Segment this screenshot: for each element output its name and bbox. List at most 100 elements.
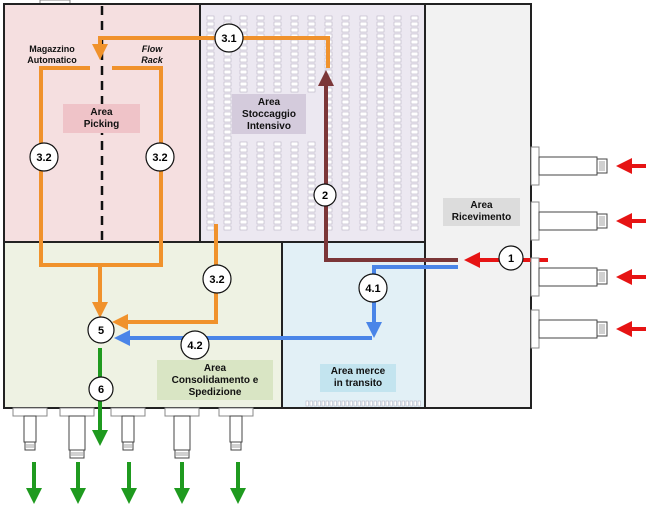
rack-slot (376, 39, 385, 45)
rack-slot (376, 153, 385, 159)
rack-slot (376, 207, 385, 213)
transit-mark (357, 400, 361, 407)
rack-slot (256, 225, 265, 231)
rack-slot (410, 117, 419, 123)
rack-slot (341, 117, 350, 123)
rack-slot (376, 111, 385, 117)
storage-label-box (232, 94, 306, 134)
stoccaggio-line-3: Intensivo (247, 121, 291, 132)
rack-slot (393, 135, 402, 141)
transit-mark (309, 400, 313, 407)
rack-slot (307, 87, 316, 93)
rack-slot (410, 153, 419, 159)
rack-slot (341, 15, 350, 21)
transit-label-box (320, 364, 396, 392)
rack-slot (239, 141, 248, 147)
rack-slot (223, 189, 232, 195)
rack-slot (206, 27, 215, 33)
rack-slot (290, 177, 299, 183)
rack-slot (273, 171, 282, 177)
rack-slot (256, 147, 265, 153)
dock-door (530, 309, 540, 349)
transit-mark (333, 400, 337, 407)
rack-slot (256, 39, 265, 45)
rack-slot (290, 159, 299, 165)
rack-slot (256, 165, 265, 171)
rack-slot (376, 45, 385, 51)
rack-slot (290, 153, 299, 159)
rack-slot (256, 153, 265, 159)
rack-slot (256, 45, 265, 51)
rack-slot (290, 21, 299, 27)
truck-window (26, 444, 34, 448)
rack-slot (410, 183, 419, 189)
rack-slot (410, 93, 419, 99)
receiving-dock (530, 146, 608, 186)
rack-slot (206, 213, 215, 219)
transit-mark (381, 400, 385, 407)
rack-slot (273, 147, 282, 153)
picking-area-label: Area Picking (63, 107, 140, 131)
rack-slot (239, 165, 248, 171)
rack-slot (393, 207, 402, 213)
rack-slot (393, 195, 402, 201)
step-3-1-marker: 3.1 (214, 23, 244, 53)
step-3-2a-marker: 3.2 (29, 142, 59, 172)
rack-slot (359, 69, 368, 75)
rack-slot (307, 81, 316, 87)
rack-slot (206, 165, 215, 171)
rack-slot (290, 57, 299, 63)
rack-slot (206, 45, 215, 51)
rack-slot (376, 75, 385, 81)
rack-slot (206, 69, 215, 75)
rack-slot (410, 195, 419, 201)
rack-slot (393, 81, 402, 87)
rack-slot (359, 129, 368, 135)
rack-slot (324, 69, 333, 75)
rack-slot (341, 165, 350, 171)
step-1-marker: 1 (498, 245, 524, 271)
rack-slot (341, 189, 350, 195)
truck-body (538, 267, 598, 287)
step-6-marker: 6 (88, 376, 114, 402)
rack-slot (410, 165, 419, 171)
rack-slot (290, 147, 299, 153)
rack-slot (393, 177, 402, 183)
rack-slot (393, 165, 402, 171)
rack-slot (223, 75, 232, 81)
transit-mark (417, 400, 421, 407)
rack-slot (273, 177, 282, 183)
rack-slot (290, 27, 299, 33)
rack-slot (239, 75, 248, 81)
rack-slot (239, 159, 248, 165)
rack-slot (341, 159, 350, 165)
receiving-label-box (443, 198, 520, 226)
rack-slot (359, 141, 368, 147)
rack-slot (223, 171, 232, 177)
rack-slot (273, 141, 282, 147)
rack-slot (206, 15, 215, 21)
rack-slot (393, 45, 402, 51)
rack-slot (223, 159, 232, 165)
rack-slot (239, 207, 248, 213)
truck-body (173, 415, 191, 451)
step-4-2-label: 4.2 (187, 340, 202, 352)
rack-slot (393, 171, 402, 177)
transit-mark (305, 400, 309, 407)
rack-slot (376, 195, 385, 201)
rack-slot (341, 57, 350, 63)
step-5-label: 5 (98, 325, 104, 337)
shipping-docks (12, 407, 254, 459)
rack-slot (376, 87, 385, 93)
rack-slot (376, 135, 385, 141)
rack-slot (376, 201, 385, 207)
transit-mark (373, 400, 377, 407)
rack-slot (410, 75, 419, 81)
rack-slot (393, 105, 402, 111)
rack-slot (341, 201, 350, 207)
truck-body (68, 415, 86, 451)
rack-slot (256, 207, 265, 213)
transit-mark (353, 400, 357, 407)
rack-slot (206, 105, 215, 111)
flow-rack-label: Flow Rack (124, 44, 180, 66)
